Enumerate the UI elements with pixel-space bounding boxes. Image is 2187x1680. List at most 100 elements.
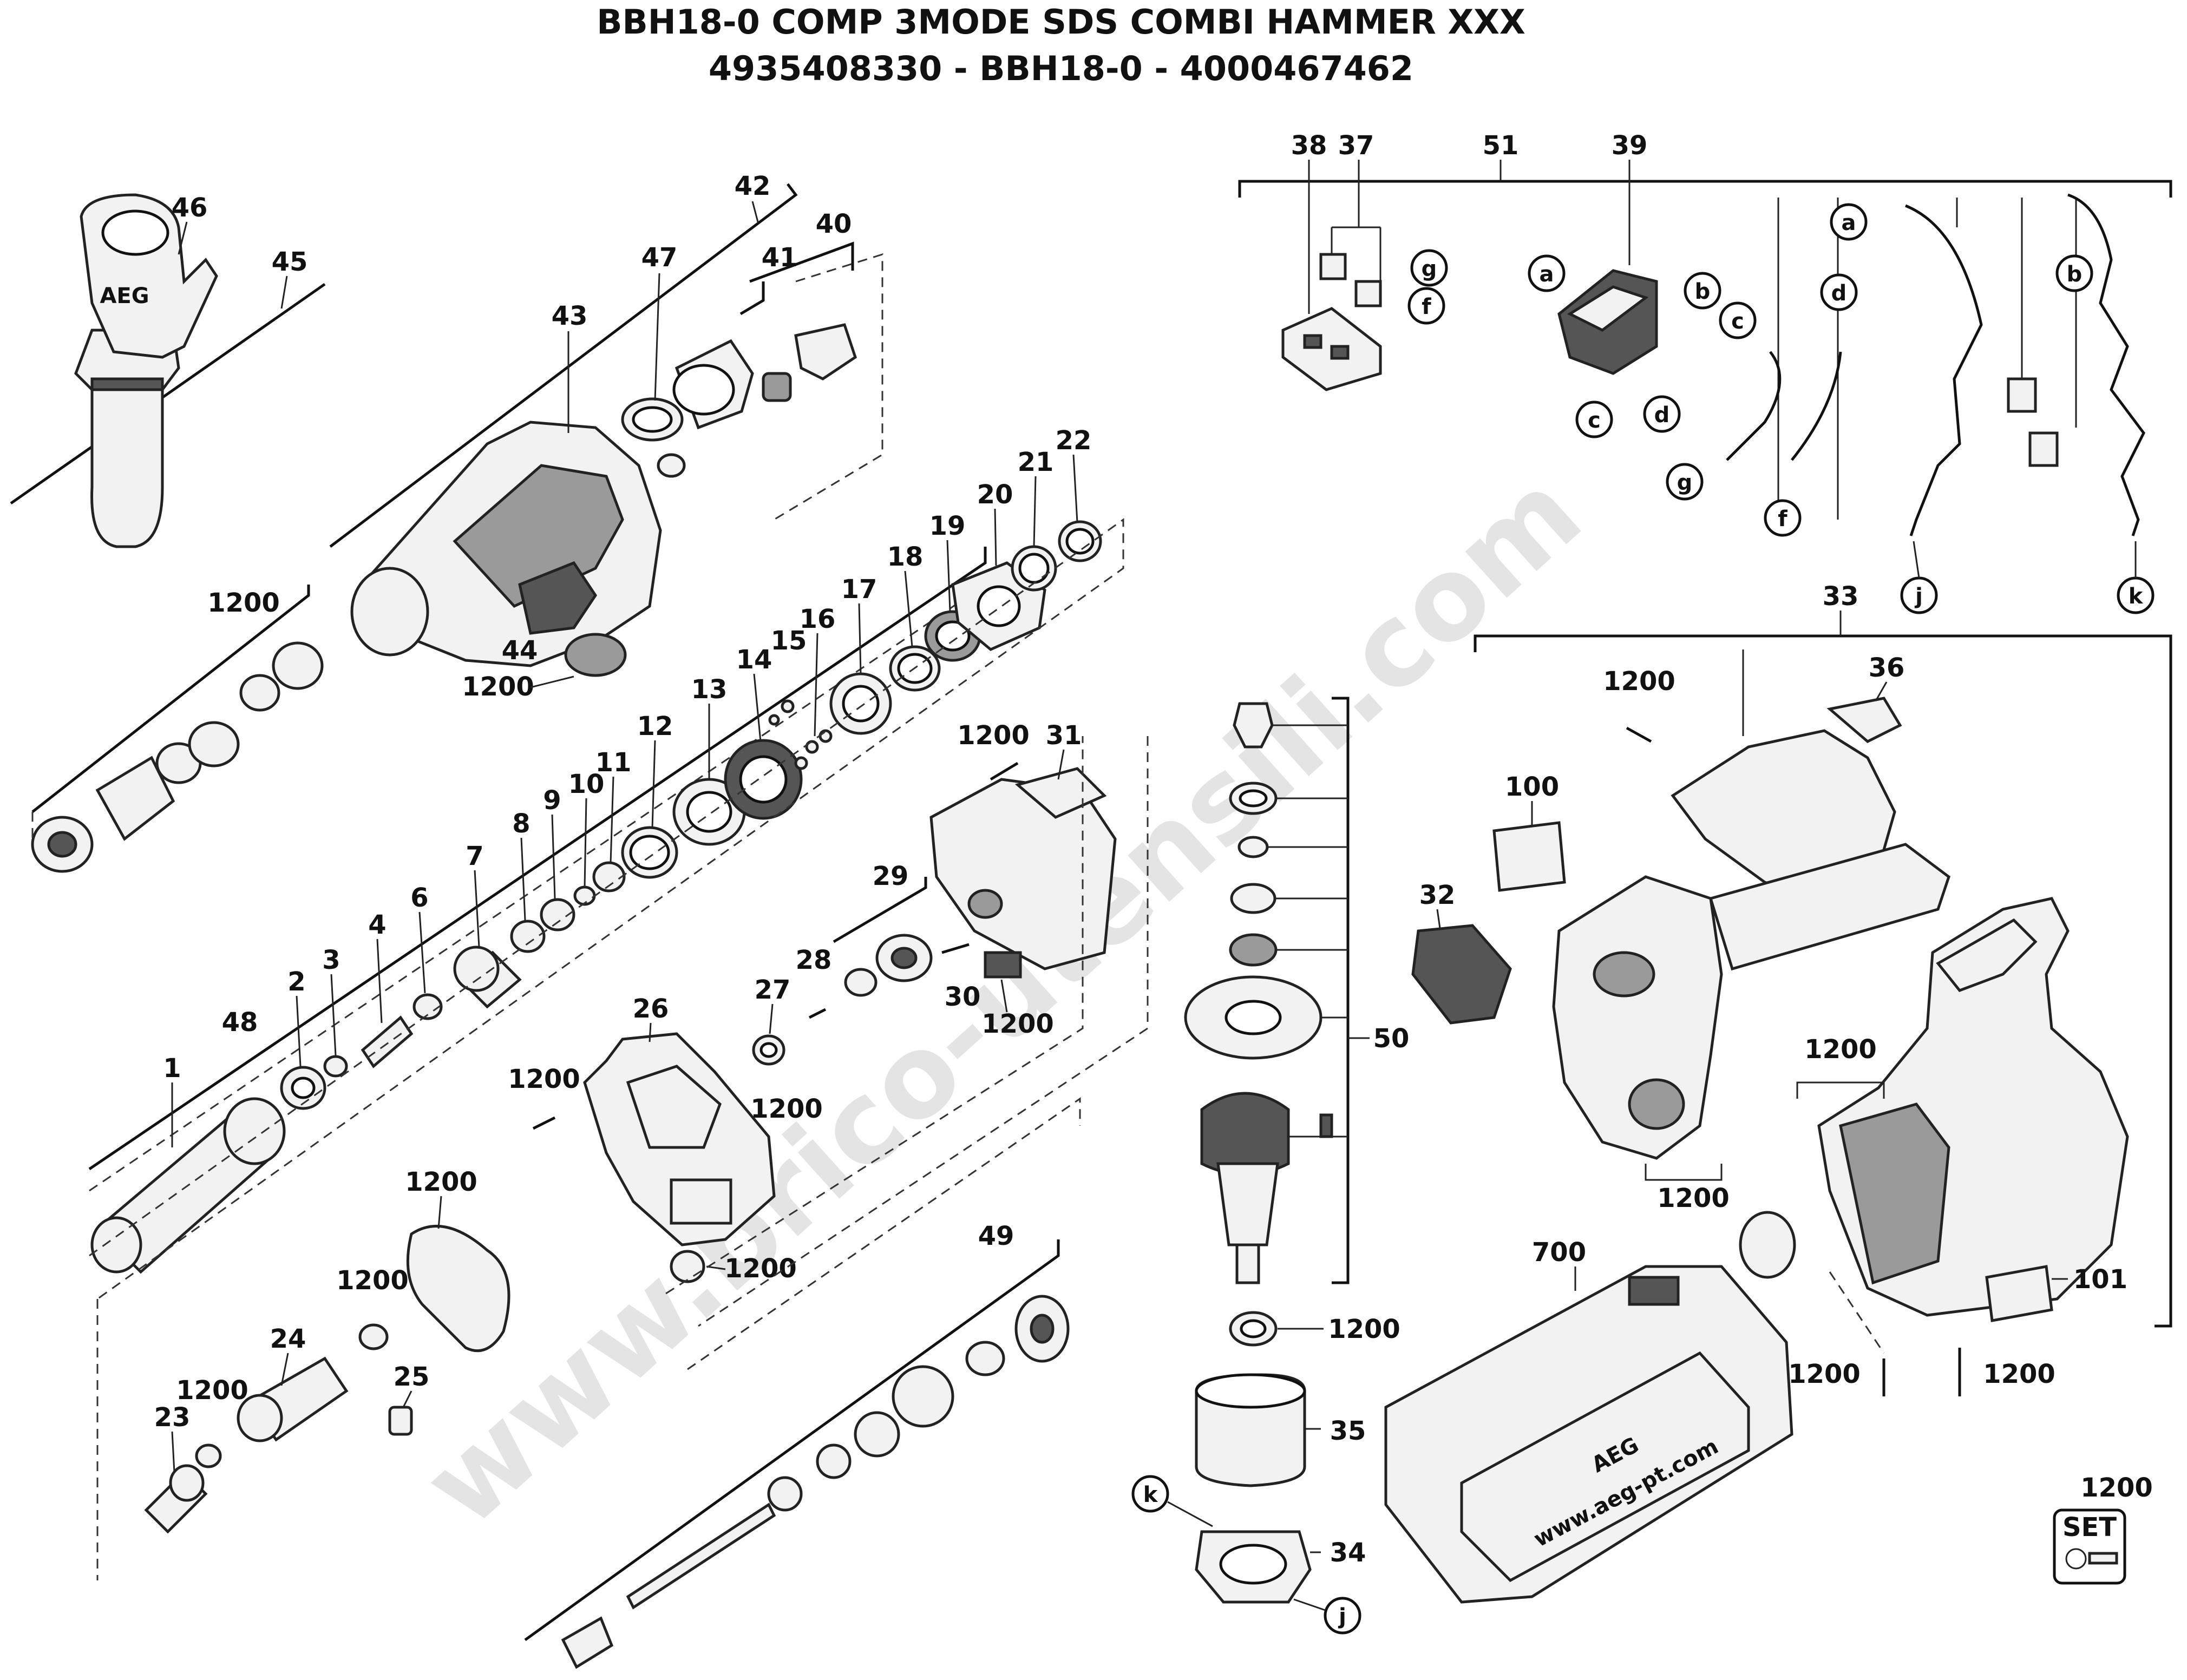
bracket-40	[749, 241, 854, 283]
label-1200-36: 1200	[1603, 666, 1675, 697]
label-42: 42	[735, 171, 771, 201]
svg-text:d: d	[1654, 403, 1670, 428]
label-23: 23	[154, 1402, 191, 1433]
leader-3	[330, 974, 337, 1056]
leader-42	[751, 201, 759, 222]
label-16: 16	[800, 604, 836, 634]
label-1200-motor: 1200	[1328, 1314, 1400, 1344]
bracket-29	[833, 877, 927, 943]
connector-f	[1354, 280, 1382, 307]
side-handle-collar	[90, 377, 164, 391]
label-38: 38	[1291, 130, 1327, 161]
spring-part-41	[762, 372, 792, 402]
svg-text:k: k	[1143, 1482, 1158, 1507]
diagram-title: BBH18-0 COMP 3MODE SDS COMBI HAMMER XXX	[597, 2, 1525, 42]
gasket-1200	[406, 1225, 510, 1353]
svg-text:f: f	[1422, 294, 1431, 319]
dashed-line-49	[687, 1097, 1081, 1370]
label-100: 100	[1505, 772, 1559, 802]
leader-31	[1057, 749, 1065, 780]
rubber-grip-part-32	[1411, 924, 1512, 1025]
ball-part-16	[805, 740, 819, 754]
set-screw-icon	[2088, 1552, 2118, 1565]
wire-d-f	[1791, 351, 1842, 461]
badge-a-wire	[1830, 203, 1868, 241]
label-7: 7	[466, 841, 483, 871]
ring-part-8	[510, 920, 546, 953]
label-49: 49	[978, 1221, 1014, 1251]
label-4: 4	[368, 910, 386, 940]
wire-c-g	[1726, 351, 1782, 461]
label-1200-right: 1200	[1804, 1034, 1877, 1065]
label-40: 40	[816, 209, 852, 239]
armature-core	[1216, 1162, 1279, 1246]
label-34: 34	[1330, 1538, 1366, 1568]
svg-text:b: b	[2067, 262, 2083, 287]
badge-c-wire	[1719, 301, 1757, 339]
label-33: 33	[1823, 581, 1859, 612]
label-8: 8	[512, 809, 530, 839]
label-46: 46	[172, 193, 208, 223]
label-9: 9	[543, 785, 561, 816]
bracket-1200-nose	[31, 585, 310, 813]
label-51: 51	[1483, 130, 1519, 161]
leader-11	[610, 776, 614, 864]
wire-b-k	[2067, 193, 2145, 536]
firing-pin-part-4	[361, 1015, 414, 1068]
label-26: 26	[633, 994, 669, 1024]
latch-part-40	[794, 323, 857, 380]
label-21: 21	[1018, 447, 1054, 477]
svg-text:k: k	[2129, 584, 2144, 609]
leader-1200-housing	[1645, 1164, 1723, 1181]
svg-text:j: j	[1338, 1604, 1346, 1629]
sleeve-49	[854, 1411, 900, 1458]
o-ring-part-3	[323, 1055, 348, 1078]
leader-18	[904, 570, 913, 647]
label-1200-screw2: 1200	[1983, 1359, 2055, 1389]
bracket-42	[329, 183, 798, 548]
motor-cap	[1233, 702, 1274, 749]
badge-c-39	[1575, 401, 1613, 438]
leader-1200-right	[1796, 1081, 1885, 1099]
label-48: 48	[222, 1007, 258, 1038]
leader-2	[296, 995, 302, 1067]
leader-47	[654, 273, 660, 401]
leader-24	[280, 1353, 289, 1386]
label-20: 20	[977, 480, 1013, 510]
label-37: 37	[1338, 130, 1374, 161]
svg-text:c: c	[1588, 408, 1601, 433]
leader-26	[649, 1022, 652, 1042]
leader-10	[584, 798, 587, 888]
leader-19	[946, 540, 951, 612]
screw-26	[532, 1116, 556, 1130]
badge-k-34	[1131, 1475, 1169, 1513]
side-handle-assembly: AEG	[10, 193, 326, 548]
label-plate-part-101	[1985, 1265, 2053, 1322]
svg-text:a: a	[1540, 262, 1554, 287]
bracket-48	[88, 547, 987, 1171]
leader-45	[280, 275, 288, 309]
leader-46	[178, 221, 188, 255]
label-15: 15	[771, 626, 807, 656]
motor-bearing-3	[1229, 933, 1278, 967]
badge-b-wire	[2055, 254, 2093, 292]
nose-sleeve	[95, 756, 175, 841]
svg-text:c: c	[1731, 309, 1744, 334]
leader-21	[1033, 476, 1037, 547]
leader-22	[1072, 454, 1078, 523]
leader-8	[520, 837, 526, 921]
leader-1200-44	[530, 675, 574, 688]
label-47: 47	[641, 242, 678, 273]
leader-17	[858, 603, 862, 674]
badge-d-wire	[1820, 273, 1858, 311]
label-35: 35	[1330, 1416, 1366, 1446]
ring-part-10	[573, 885, 596, 906]
label-31: 31	[1046, 720, 1082, 751]
armature-commutator	[1235, 1243, 1260, 1284]
label-14: 14	[736, 645, 772, 675]
label-39: 39	[1612, 130, 1648, 161]
label-25: 25	[394, 1362, 430, 1392]
badge-d-39	[1643, 395, 1681, 433]
leader-12	[651, 740, 656, 829]
